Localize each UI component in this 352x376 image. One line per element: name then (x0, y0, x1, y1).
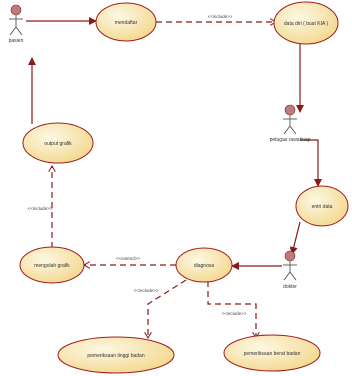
usecase-pemeriksaan-tinggi[interactable]: pemeriksaan tinggi badan (57, 336, 175, 374)
usecase-data-diri-label: data diri ( buat KIA ) (284, 21, 329, 27)
usecase-pemeriksaan-tinggi-label: pemeriksaan tinggi badan (87, 353, 144, 359)
actor-pasien-head-icon (10, 4, 22, 16)
usecase-data-diri[interactable]: data diri ( buat KIA ) (273, 1, 339, 45)
actor-pasien[interactable]: pasien (9, 4, 24, 44)
usecase-mengolah-grafik[interactable]: mengolah grafik (19, 246, 85, 284)
stereotype-extend-diagnosa: <<extend>> (116, 256, 140, 261)
stereotype-include-output: <<include>> (28, 206, 53, 211)
usecase-pemeriksaan-berat-label: pemeriksaan berat badan (244, 351, 301, 357)
include-diagnosa-tinggi (148, 279, 187, 338)
actor-dokter-label: dokter (283, 284, 297, 290)
actor-pasien-label: pasien (9, 38, 24, 44)
usecase-pemeriksaan-berat[interactable]: pemeriksaan berat badan (223, 334, 321, 372)
assoc-petugas-entridata (300, 139, 322, 187)
usecase-diagnosa-label: diagnosa (194, 263, 215, 269)
usecase-output-grafik-label: output grafik (44, 141, 72, 147)
assoc-entridata-dokter (289, 221, 301, 255)
stereotype-include-berat: <<include>> (222, 311, 247, 316)
usecase-mendaftar[interactable]: mendaftar (95, 2, 157, 42)
actor-dokter-head-icon (284, 250, 296, 262)
usecase-diagnosa[interactable]: diagnosa (175, 247, 233, 283)
include-diagnosa-berat (207, 281, 256, 338)
usecase-mendaftar-label: mendaftar (115, 20, 138, 26)
actor-petugas-label: petugas rawatinap (270, 137, 311, 143)
usecase-entri-data[interactable]: entri data (295, 185, 349, 227)
actor-petugas-head-icon (284, 104, 296, 116)
actor-dokter[interactable]: dokter (283, 250, 297, 290)
stereotype-include-daftar: <<include>> (208, 14, 233, 19)
usecase-output-grafik[interactable]: output grafik (22, 122, 94, 164)
usecase-mengolah-grafik-label: mengolah grafik (34, 263, 70, 269)
usecase-entri-data-label: entri data (312, 204, 333, 210)
stereotype-include-tinggi: <<include>> (134, 288, 159, 293)
actor-petugas[interactable]: petugas rawatinap (270, 104, 311, 143)
